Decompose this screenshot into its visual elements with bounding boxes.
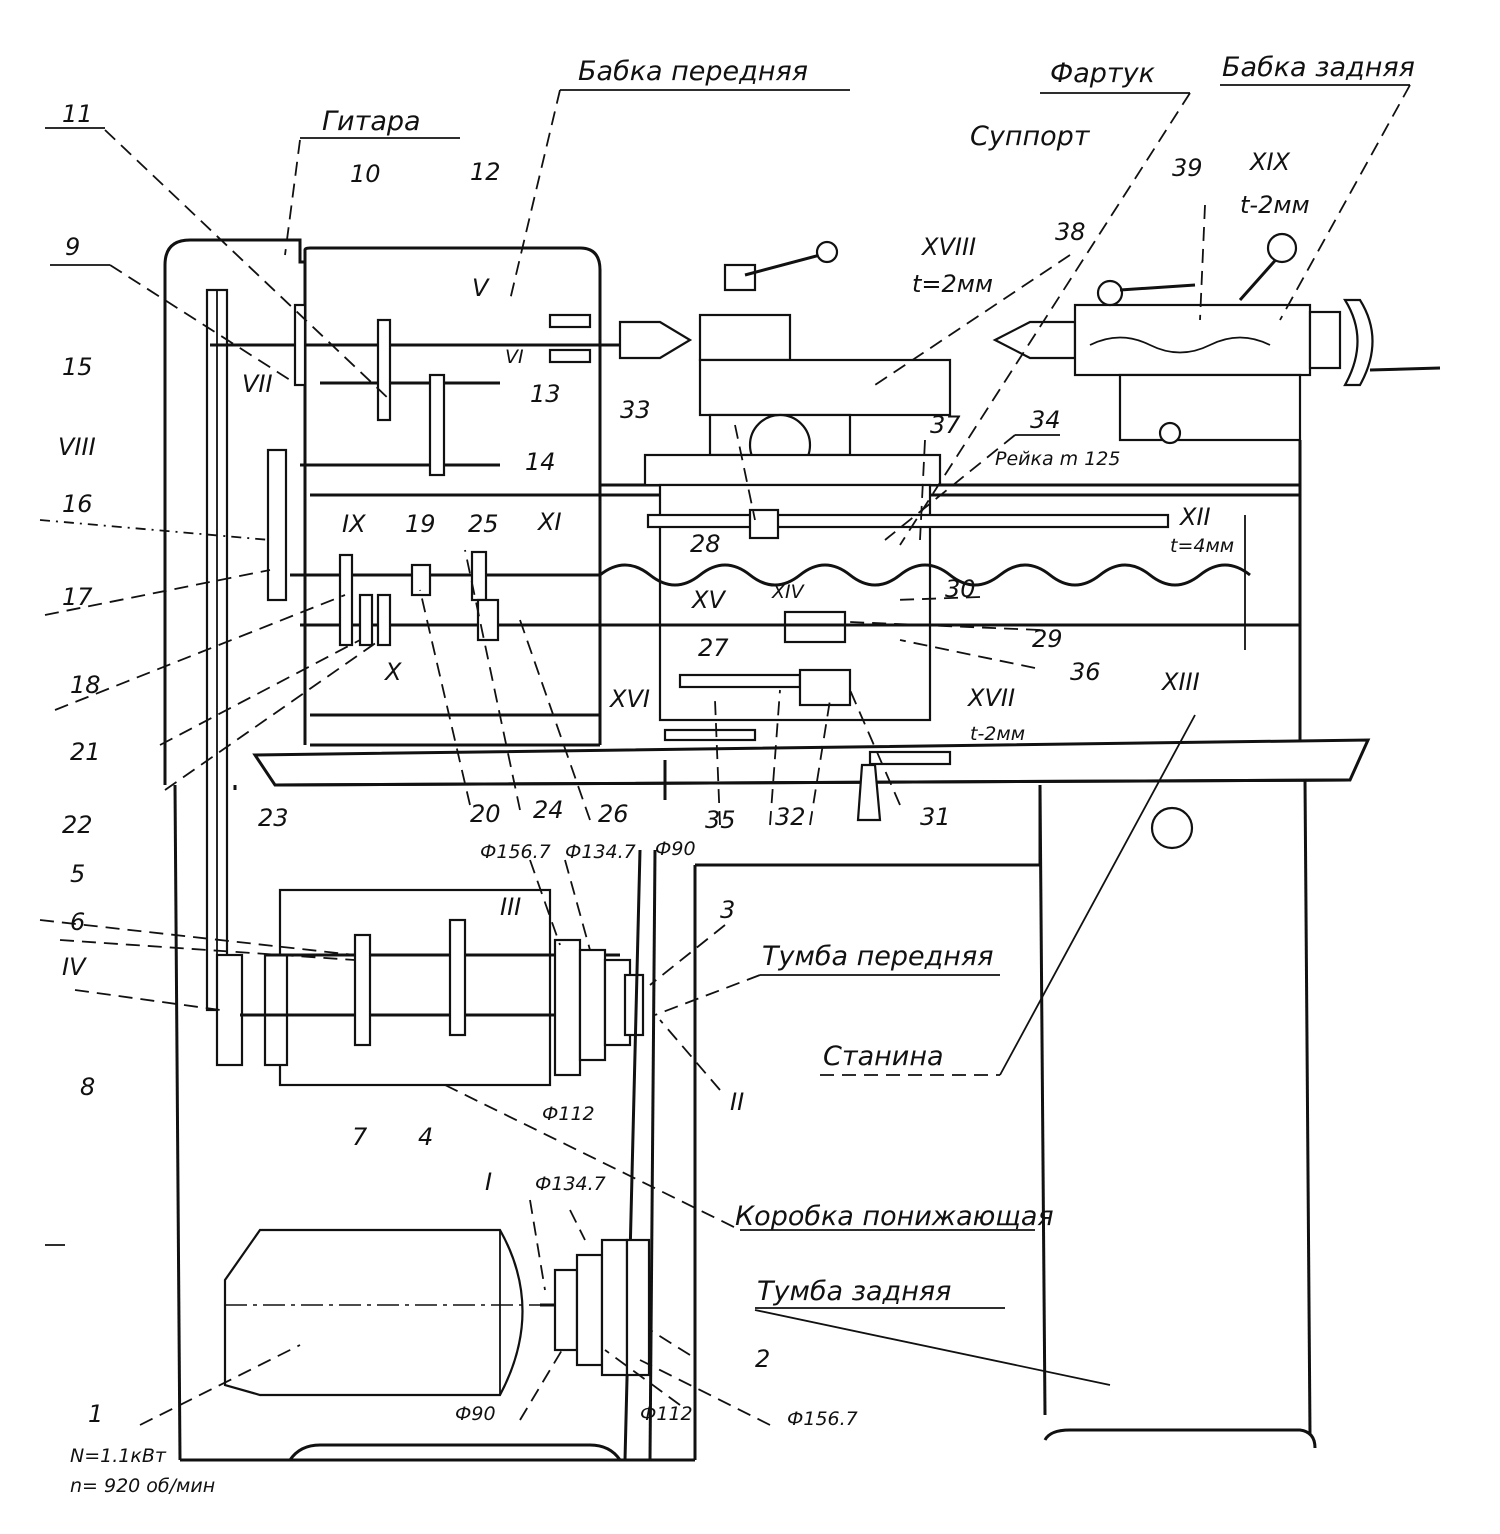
part-number: 17 [62,583,93,611]
shaft-label-XII: XII [1178,503,1211,531]
shaft-label-XIX: XIX [1248,148,1291,176]
part-number: 25 [468,510,499,538]
diam-112-mid: Ф112 [542,1103,595,1125]
motor-speed: n= 920 об/мин [70,1475,215,1497]
diam-156-low: Ф156.7 [787,1408,858,1430]
part-number: 8 [80,1073,95,1101]
part-number: 27 [698,634,729,662]
leader-lines [39,84,1411,1426]
part-number: 33 [620,396,651,424]
shaft-label-IV: IV [62,953,87,981]
part-number: 35 [705,806,736,834]
part-number: 16 [62,490,93,518]
diam-156-top: Ф156.7 [480,841,551,863]
diam-134-low: Ф134.7 [535,1173,606,1195]
part-number: 1 [88,1400,103,1428]
diam-90-top: Ф90 [655,838,696,860]
part-number: 30 [945,575,976,603]
part-number: 4 [418,1123,433,1151]
part-number: 37 [930,411,961,439]
shaft-label-VIII: VIII [58,433,96,461]
part-number: 21 [70,738,101,766]
carriage [643,240,1170,822]
diam-90-low: Ф90 [455,1403,496,1425]
pitch-xviii: t=2мм [912,270,993,298]
part-number: 10 [350,160,381,188]
reduction-box [240,849,657,1461]
part-number: 14 [525,448,556,476]
part-number: 9 [65,233,80,261]
part-number: 3 [720,896,735,924]
part-number: 38 [1055,218,1086,246]
lathe-body [163,238,1371,1462]
label-babka-zadnyaya: Бабка задняя [1222,52,1415,83]
shaft-label-I: I [485,1168,492,1196]
part-number: 31 [920,803,951,831]
label-fartuk: Фартук [1050,58,1156,89]
part-number: 29 [1032,625,1063,653]
shaft-label-XVI: XVI [608,685,650,713]
shaft-label-VII: VII [242,370,273,398]
pitch-xix: t-2мм [1240,191,1310,219]
part-number: 6 [70,908,85,936]
part-number: 15 [62,353,93,381]
part-number: 18 [70,671,101,699]
shaft-label-XIII: XIII [1160,668,1200,696]
shaft-label-VI: VI [505,346,524,368]
motor-power: N=1.1кВт [70,1445,167,1467]
label-gitara: Гитара [322,106,421,137]
part-number: 23 [258,804,289,832]
part-number: 36 [1070,658,1101,686]
shaft-label-XVII: XVII [966,684,1015,712]
motor [223,1228,651,1397]
label-babka-perednyaya: Бабка передняя [578,56,808,87]
label-stanina: Станина [823,1041,944,1072]
shaft-label-IX: IX [342,510,366,538]
pitch-xvii: t-2мм [970,723,1025,745]
shaft-label-III: III [500,893,521,921]
part-number: 22 [62,811,93,839]
label-reika: Рейка m 125 [995,448,1120,470]
label-support: Суппорт [970,121,1091,152]
shaft-label-II: II [730,1088,744,1116]
shaft-label-XVIII: XVIII [920,233,976,261]
diam-112-low: Ф112 [640,1403,693,1425]
part-number: 24 [533,796,564,824]
tailstock [992,232,1441,445]
text-labels: Бабка передняя Фартук Бабка задняя Гитар… [58,52,1415,1497]
label-tumba-zadnyaya: Тумба задняя [757,1276,951,1307]
part-number: 5 [70,860,85,888]
part-number: 7 [352,1123,368,1151]
part-number: 13 [530,380,561,408]
shaft-label-XV: XV [690,586,726,614]
shaft-label-V: V [472,274,490,302]
part-number: 28 [690,530,721,558]
leadscrew [599,515,1300,650]
part-number: 12 [470,158,501,186]
diam-134-top: Ф134.7 [565,841,636,863]
shaft-label-XIV: XIV [771,581,806,603]
label-korobka: Коробка понижающая [735,1201,1054,1232]
part-number: 34 [1030,406,1061,434]
part-number: 19 [405,510,436,538]
part-number: 26 [598,800,629,828]
shaft-label-XI: XI [536,508,562,536]
headstock-shafts [210,303,693,647]
part-number: 20 [470,800,501,828]
label-tumba-perednyaya: Тумба передняя [762,941,993,972]
part-number: 2 [755,1345,770,1373]
part-number: 11 [62,100,93,128]
part-number: 39 [1172,154,1203,182]
part-number: 32 [775,803,806,831]
shaft-label-X: X [383,658,402,686]
pitch-xii: t=4мм [1170,535,1234,557]
